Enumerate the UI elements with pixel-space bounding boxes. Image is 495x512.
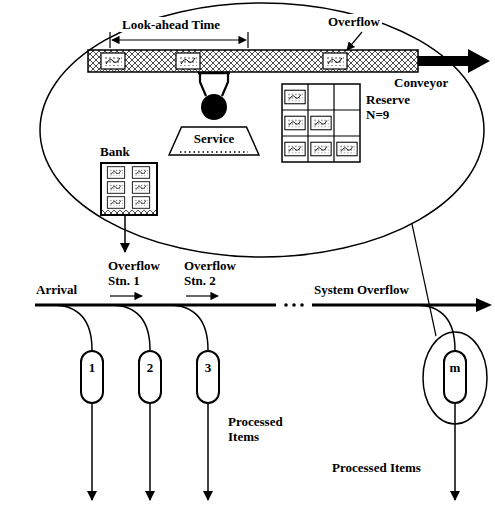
bank-contents [107, 197, 124, 209]
node-text: Bank [100, 144, 154, 159]
station-branches [168, 305, 208, 350]
arrival-line [110, 295, 142, 296]
zoom-outline [412, 224, 436, 336]
output-label: Processed Items [226, 414, 302, 444]
label-slot: Conveyor [392, 75, 450, 90]
label-slot: Overflow Stn. 2 [182, 258, 252, 288]
dimension-label: Look-ahead Time [120, 17, 222, 32]
station-branches [52, 305, 92, 350]
reserve-grid: Reserve N=9 [282, 84, 360, 162]
station-label: Overflow Stn. 2 [182, 258, 252, 288]
conveyor-belt [88, 50, 418, 72]
label-slot: Look-ahead Time [120, 17, 222, 32]
bank-contents [107, 182, 124, 194]
trapezoid-outline [169, 127, 259, 155]
node-text: Service [194, 131, 234, 146]
look-ahead-dimension [112, 39, 246, 40]
robot-gripper [198, 72, 230, 75]
robot-gripper [200, 72, 228, 96]
processed-outputs [91, 404, 93, 500]
bank-buffer: Bank [100, 162, 158, 216]
station-number: 3 [198, 360, 218, 375]
bank-contents [132, 167, 149, 179]
conveyor-belt [176, 53, 200, 69]
station-capsule: 3 [196, 350, 220, 404]
overflow-pointer [347, 32, 362, 50]
bank-contents [132, 182, 149, 194]
reserve-slots [285, 116, 305, 130]
output-label: Processed Items [330, 460, 423, 475]
reserve-slots [311, 116, 331, 130]
reserve-slots [285, 142, 305, 156]
look-ahead-dimension [247, 32, 248, 48]
label-slot: System Overflow [312, 282, 411, 297]
processed-outputs [149, 404, 151, 500]
arrival-line [284, 303, 288, 307]
arrival-line [312, 304, 478, 307]
arrival-line [476, 298, 492, 312]
reserve-slots [282, 84, 360, 162]
reserve-slots [282, 84, 360, 162]
node-text: Reserve N=9 [366, 92, 422, 122]
station-branches [110, 305, 150, 350]
conveyor-belt [323, 53, 347, 69]
look-ahead-dimension [110, 32, 248, 48]
bank-contents [107, 167, 124, 179]
station-capsule: 1 [80, 350, 104, 404]
robot-gripper [198, 72, 230, 120]
reserve-slots [282, 84, 360, 162]
processed-outputs [454, 404, 456, 500]
conveyor-belt [88, 49, 490, 73]
bank-contents [102, 167, 156, 252]
bank-contents [132, 197, 149, 209]
arrival-line [35, 304, 276, 307]
reserve-slots [285, 90, 305, 104]
service-station: Service [168, 126, 260, 156]
zoom-outline [40, 3, 487, 424]
station-capsule: m [443, 350, 467, 404]
processed-outputs [92, 404, 455, 500]
flow-label: Arrival [34, 282, 79, 297]
station-label: Overflow Stn. 1 [106, 258, 176, 288]
processed-outputs [207, 404, 209, 500]
conveyor-label: Conveyor [392, 75, 450, 90]
label-slot: Processed Items [226, 414, 302, 444]
label-slot: Arrival [34, 282, 79, 297]
trapezoid-outline [180, 151, 248, 153]
flow-label: System Overflow [312, 282, 411, 297]
reserve-slots [311, 142, 331, 156]
label-slot: Processed Items [330, 460, 423, 475]
label-slot: Overflow Stn. 1 [106, 258, 176, 288]
bank-contents [124, 216, 126, 252]
robot-gripper [201, 94, 227, 120]
arrival-line [292, 303, 296, 307]
zoom-outline [40, 3, 484, 257]
station-branches [52, 305, 455, 350]
label-slot: Overflow [326, 14, 382, 29]
callout-label: Overflow [326, 14, 382, 29]
arrival-line [35, 296, 492, 312]
look-ahead-dimension [109, 32, 110, 48]
station-number: m [445, 360, 465, 375]
reserve-slots [337, 142, 357, 156]
overflow-pointer [347, 32, 362, 50]
station-number: 2 [140, 360, 160, 375]
station-capsule: 2 [138, 350, 162, 404]
arrival-line [186, 295, 218, 296]
conveyor-belt [101, 53, 125, 69]
station-branches [415, 305, 455, 350]
arrival-line [300, 303, 304, 307]
conveyor-belt [418, 49, 490, 73]
station-number: 1 [82, 360, 102, 375]
